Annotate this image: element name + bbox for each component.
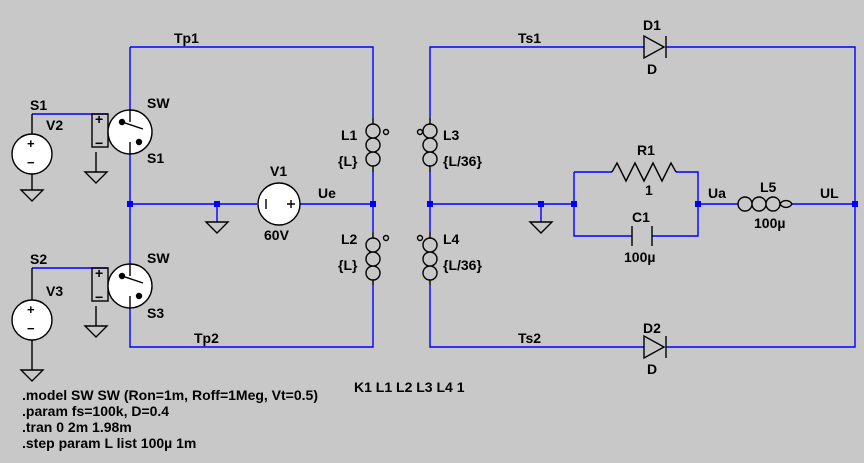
voltage-source-v2[interactable]: + − — [11, 114, 53, 202]
switch-s1[interactable]: + − — [83, 109, 153, 184]
c1-value: 100µ — [624, 249, 655, 265]
svg-text:−: − — [27, 155, 35, 170]
d2-name: D2 — [643, 320, 661, 336]
l5-name: L5 — [760, 179, 777, 195]
resistor-r1[interactable] — [611, 161, 677, 183]
directive-model[interactable]: .model SW SW (Ron=1m, Roff=1Meg, Vt=0.5) — [22, 387, 318, 403]
inductor-l5[interactable] — [737, 196, 793, 212]
directive-param[interactable]: .param fs=100k, D=0.4 — [22, 403, 169, 419]
svg-text:−: − — [95, 135, 103, 151]
l4-value: {L/36} — [443, 257, 482, 273]
diode-d1[interactable] — [643, 34, 667, 60]
inductor-l2[interactable] — [365, 232, 390, 285]
l4-name: L4 — [443, 231, 460, 247]
component-labels: SW S1 SW S3 V2 V3 V1 60V L1 {L} L2 {L} L… — [46, 17, 785, 377]
v2-name: V2 — [46, 117, 63, 133]
svg-text:+: + — [95, 265, 103, 281]
directive-step[interactable]: .step param L list 100µ 1m — [22, 435, 196, 451]
l2-value: {L} — [338, 257, 358, 273]
secondary-wires — [429, 46, 856, 348]
spice-directives: .model SW SW (Ron=1m, Roff=1Meg, Vt=0.5)… — [22, 379, 465, 451]
sw1-ref: S1 — [147, 150, 164, 166]
d1-name: D1 — [643, 17, 661, 33]
svg-text:−: − — [27, 321, 35, 336]
net-label-tp2: Tp2 — [194, 330, 219, 346]
l3-value: {L/36} — [443, 153, 482, 169]
net-label-tp1: Tp1 — [174, 30, 199, 46]
v1-value: 60V — [264, 227, 290, 243]
directive-coupling[interactable]: K1 L1 L2 L3 L4 1 — [354, 379, 465, 395]
d2-value: D — [647, 361, 657, 377]
l3-name: L3 — [443, 127, 460, 143]
sw2-ref: S3 — [147, 305, 164, 321]
v3-name: V3 — [46, 283, 63, 299]
r1-name: R1 — [637, 142, 655, 158]
l1-value: {L} — [338, 153, 358, 169]
l2-name: L2 — [341, 231, 358, 247]
inductor-l1[interactable] — [365, 118, 390, 172]
voltage-source-v3[interactable]: + − — [11, 268, 53, 382]
net-label-s1: S1 — [30, 97, 47, 113]
net-label-ue: Ue — [318, 185, 336, 201]
sw1-name: SW — [147, 95, 170, 111]
voltage-source-v1[interactable] — [257, 182, 301, 226]
directive-tran[interactable]: .tran 0 2m 1.98m — [22, 419, 132, 435]
net-label-s2: S2 — [30, 251, 47, 267]
inductor-l3[interactable] — [416, 118, 438, 172]
c1-name: C1 — [632, 209, 650, 225]
net-label-ul: UL — [820, 185, 839, 201]
net-labels: Tp1 Tp2 Ts1 Ts2 Ue Ua UL S1 S2 — [30, 30, 839, 346]
net-label-ts1: Ts1 — [518, 30, 541, 46]
d1-value: D — [647, 61, 657, 77]
diode-d2[interactable] — [643, 334, 667, 360]
l1-name: L1 — [341, 127, 358, 143]
ground-symbols — [204, 221, 554, 234]
capacitor-c1[interactable] — [631, 226, 653, 246]
svg-text:+: + — [95, 111, 103, 127]
switch-s3[interactable]: + − — [83, 263, 153, 338]
net-label-ua: Ua — [708, 185, 726, 201]
net-label-ts2: Ts2 — [518, 330, 541, 346]
junction-dots — [127, 201, 858, 207]
l5-value: 100µ — [754, 215, 785, 231]
inductor-l4[interactable] — [416, 232, 438, 285]
v1-name: V1 — [270, 163, 287, 179]
svg-text:−: − — [95, 289, 103, 305]
svg-text:+: + — [27, 136, 35, 151]
sw2-name: SW — [147, 250, 170, 266]
r1-value: 1 — [645, 182, 653, 198]
svg-text:+: + — [27, 302, 35, 317]
